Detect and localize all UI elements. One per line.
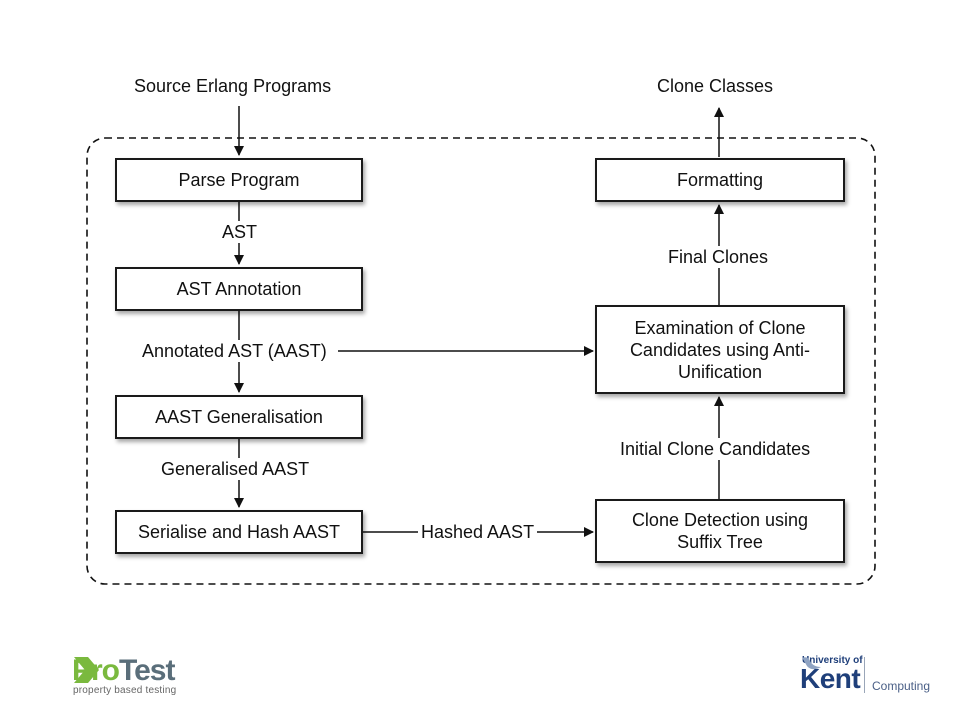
kent-university-of-text: University of <box>802 655 863 666</box>
protest-tagline: property based testing <box>73 685 177 696</box>
edge-label-ast: AST <box>221 221 259 243</box>
examination-text: Examination of Clone Candidates using An… <box>629 317 811 382</box>
protest-logo: ProTest property based testing <box>72 655 202 699</box>
edge-label-initial-candidates: Initial Clone Candidates <box>618 438 813 460</box>
bird-icon <box>802 657 821 670</box>
protest-test-text: Test <box>119 654 175 687</box>
edge-label-generalised-aast: Generalised AAST <box>159 458 312 480</box>
process-boundary <box>86 137 876 585</box>
aast-generalisation-box: AAST Generalisation <box>115 395 363 439</box>
clone-detection-text: Clone Detection using Suffix Tree <box>631 510 809 552</box>
kent-department-text: Computing <box>872 679 931 693</box>
examination-box: Examination of Clone Candidates using An… <box>595 305 845 394</box>
kent-divider <box>864 657 865 693</box>
serialise-hash-text: Serialise and Hash AAST <box>137 522 341 542</box>
ast-annotation-box: AST Annotation <box>115 267 363 311</box>
serialise-hash-box: Serialise and Hash AAST <box>115 510 363 554</box>
kent-name-text: Kent <box>800 663 861 694</box>
source-programs-label: Source Erlang Programs <box>134 76 332 96</box>
formatting-text: Formatting <box>676 170 764 190</box>
chevron-right-icon <box>74 657 99 683</box>
parse-program-box: Parse Program <box>115 158 363 202</box>
edge-label-hashed-aast: Hashed AAST <box>418 521 538 543</box>
edge-label-annotated-aast: Annotated AST (AAST) <box>140 340 329 362</box>
university-of-kent-logo: University of Kent Computing <box>800 655 930 699</box>
parse-program-text: Parse Program <box>178 170 300 190</box>
ast-annotation-text: AST Annotation <box>176 279 302 299</box>
clone-classes-label: Clone Classes <box>657 76 774 96</box>
edge-label-final-clones: Final Clones <box>666 246 771 268</box>
clone-detection-box: Clone Detection using Suffix Tree <box>595 499 845 563</box>
aast-generalisation-text: AAST Generalisation <box>155 407 323 427</box>
formatting-box: Formatting <box>595 158 845 202</box>
